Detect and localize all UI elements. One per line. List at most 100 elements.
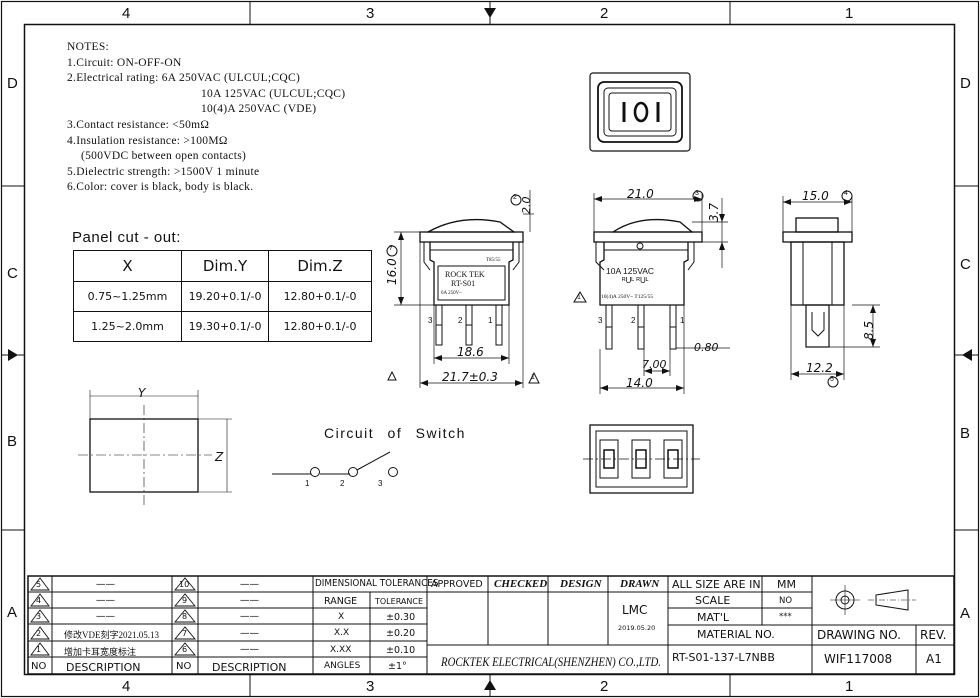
rev-no-10: 10	[179, 580, 190, 589]
circuit-title: Circuit of Switch	[324, 425, 466, 441]
zone-label-left-b: B	[7, 433, 18, 450]
panel-cell: 12.80+0.1/-0	[268, 311, 372, 342]
all-size-label: ALL SIZE ARE IN	[672, 578, 761, 591]
matl-value: ***	[779, 612, 792, 622]
company-name: ROCKTEK ELECTRICAL(SHENZHEN) CO.,LTD.	[441, 655, 661, 669]
front-pin-1: 1	[680, 316, 685, 325]
side-marking-rating: 6A 250V~	[441, 291, 462, 296]
rev-no-2: 2	[36, 629, 42, 638]
rev-no-1: 1	[36, 645, 42, 654]
side-marking-brand: ROCK TEK	[445, 270, 485, 279]
dim-8-5: 8.5	[862, 320, 876, 340]
rev-no-9: 9	[182, 596, 188, 605]
zone-label-right-d: D	[960, 75, 971, 92]
rev-desc: ——	[240, 644, 259, 655]
front-marking-ul: ᴿUᴸ ᴿUᴸ	[622, 276, 649, 285]
rev-no-7: 7	[182, 629, 188, 638]
tol-range: ANGLES	[324, 661, 361, 671]
rev-desc: ——	[96, 611, 115, 622]
panel-header-x: X	[73, 250, 182, 282]
note-line: 1.Circuit: ON-OFF-ON	[67, 56, 182, 69]
zone-label-right-b: B	[960, 425, 971, 442]
callout-1-front: 1	[577, 294, 581, 301]
tol-value: ±0.20	[386, 628, 416, 639]
front-marking-vde: 10(4)A 250V~ T125/55	[601, 294, 654, 300]
rev-value: A1	[926, 652, 942, 666]
zone-label-left-c: C	[7, 265, 18, 282]
rev-no-8: 8	[182, 612, 188, 621]
panel-cutout-table: X Dim.Y Dim.Z 0.75~1.25mm 19.20+0.1/-0 1…	[73, 250, 372, 342]
dim-0-80: 0.80	[694, 341, 719, 354]
note-line: 5.Dielectric strength: >1500V 1 minute	[67, 165, 260, 178]
zone-label-bottom-3: 3	[366, 678, 375, 695]
callout-5: 5	[830, 376, 834, 383]
all-size-value: MM	[777, 578, 796, 591]
notes-block: NOTES: 1.Circuit: ON-OFF-ON 2.Electrical…	[67, 40, 345, 196]
zone-label-right-a: A	[960, 605, 971, 622]
note-line: 2.Electrical rating: 6A 250VAC (ULCUL;CQ…	[67, 72, 301, 85]
tol-col-tolerance: TOLERANCE	[375, 597, 424, 606]
dim-18-6: 18.6	[457, 345, 484, 359]
dim-12-2: 12.2	[806, 361, 833, 375]
dim-14-0: 14.0	[626, 376, 653, 390]
zone-label-bottom-1: 1	[845, 678, 854, 695]
rev-header-desc: DESCRIPTION	[212, 661, 287, 674]
callout-3: 3	[695, 190, 699, 197]
matl-label: MAT'L	[697, 611, 730, 624]
note-line: 10(4)A 250VAC (VDE)	[201, 103, 317, 116]
rev-header-desc: DESCRIPTION	[66, 661, 141, 674]
note-line: (500VDC between open contacts)	[81, 150, 247, 163]
circuit-pin-1: 1	[305, 479, 310, 488]
tol-range: X	[338, 612, 345, 622]
scale-value: NO	[779, 596, 793, 606]
tol-value: ±1°	[388, 661, 407, 672]
material-no-label: MATERIAL NO.	[697, 628, 775, 641]
side-marking-model: RT-S01	[451, 279, 476, 288]
tol-col-range: RANGE	[324, 596, 358, 607]
callout-4: 4	[844, 190, 848, 197]
note-line: 4.Insulation resistance: >100MΩ	[67, 134, 228, 147]
rev-desc: ——	[240, 579, 259, 590]
notes-title: NOTES:	[67, 41, 110, 53]
drawn-by-value: LMC	[622, 603, 648, 617]
circuit-pin-2: 2	[340, 479, 345, 488]
dim-16-0: 16.0	[385, 258, 399, 285]
dim-21-0: 21.0	[627, 187, 654, 201]
panel-header-dim-y: Dim.Y	[181, 250, 269, 282]
tol-value: ±0.10	[386, 645, 416, 656]
rev-no-6: 6	[182, 645, 188, 654]
callout-7: 7	[389, 245, 393, 252]
design-label: DESIGN	[560, 578, 602, 590]
tol-value: ±0.30	[386, 612, 416, 623]
rev-desc-clip: 增加卡耳宽度标注	[64, 647, 137, 657]
zone-label-bottom-2: 2	[600, 678, 609, 695]
checked-label: CHECKED	[494, 578, 548, 590]
tol-range: X.X	[334, 628, 350, 638]
side-pin-1: 1	[488, 316, 493, 325]
note-line: 10A 125VAC (ULCUL;CQC)	[201, 87, 346, 100]
rev-desc: ——	[240, 595, 259, 606]
rev-desc: ——	[96, 595, 115, 606]
cutout-dim-y: Y	[138, 386, 146, 400]
callout-1-side: 1	[531, 374, 535, 381]
note-line: 3.Contact resistance: <50mΩ	[67, 118, 210, 131]
panel-cell: 19.20+0.1/-0	[181, 281, 269, 312]
panel-cell: 19.30+0.1/-0	[181, 311, 269, 342]
panel-cell: 0.75~1.25mm	[73, 281, 182, 312]
zone-label-top-4: 4	[122, 5, 131, 22]
dim-2-0: 2.0	[520, 196, 533, 215]
zone-label-top-3: 3	[366, 5, 375, 22]
panel-cell: 12.80+0.1/-0	[268, 281, 372, 312]
scale-label: SCALE	[695, 594, 731, 607]
zone-label-left-a: A	[7, 604, 18, 621]
rev-desc: ——	[240, 611, 259, 622]
rev-no-5: 5	[36, 580, 42, 589]
front-marking-rating: 10A 125VAC	[606, 266, 655, 276]
drawing-no-label: DRAWING NO.	[817, 628, 901, 642]
rev-header-no: NO	[31, 661, 47, 672]
zone-label-left-d: D	[7, 75, 18, 92]
front-pin-3: 3	[598, 316, 603, 325]
side-marking-temp: T85/55	[486, 258, 501, 263]
rev-label: REV.	[920, 628, 947, 642]
rev-header-no: NO	[176, 661, 192, 672]
